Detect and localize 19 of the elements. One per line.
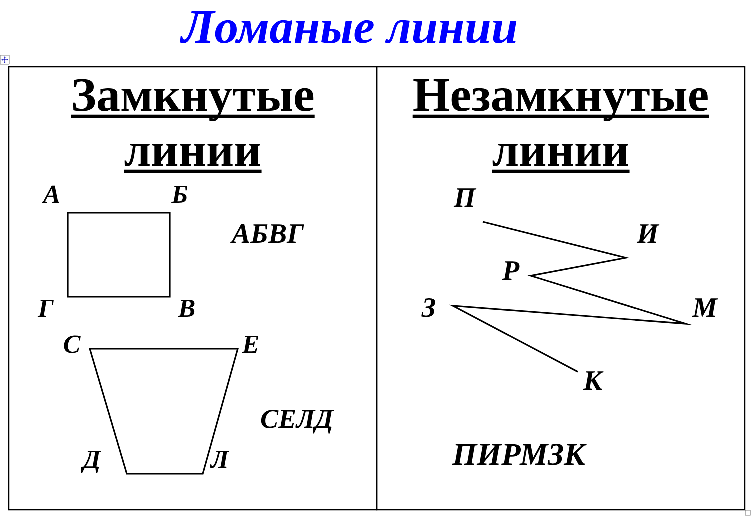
- vertex-label: Д: [81, 450, 102, 474]
- vertex-label: М: [692, 298, 718, 317]
- vertex-label: И: [636, 224, 660, 243]
- figure-name: АБВГ: [230, 224, 304, 244]
- vertex-label: П: [454, 188, 477, 207]
- vertex-label: З: [422, 298, 436, 318]
- vertex-label: Е: [242, 336, 258, 353]
- title: Ломаные линии: [180, 12, 517, 44]
- vertex-label: К: [583, 372, 604, 390]
- vertex-label: Р: [502, 262, 520, 280]
- vertex-label: Г: [38, 300, 54, 317]
- vertex-label: А: [42, 186, 60, 203]
- vertex-label: С: [64, 336, 81, 354]
- rectangle: [67, 212, 171, 298]
- vertex-label: Б: [172, 186, 188, 203]
- vertex-label: Л: [210, 450, 230, 468]
- figure-name: СЕЛД: [261, 410, 334, 434]
- figure-name: ПИРМЗК: [452, 444, 587, 466]
- vertex-label: В: [178, 300, 195, 318]
